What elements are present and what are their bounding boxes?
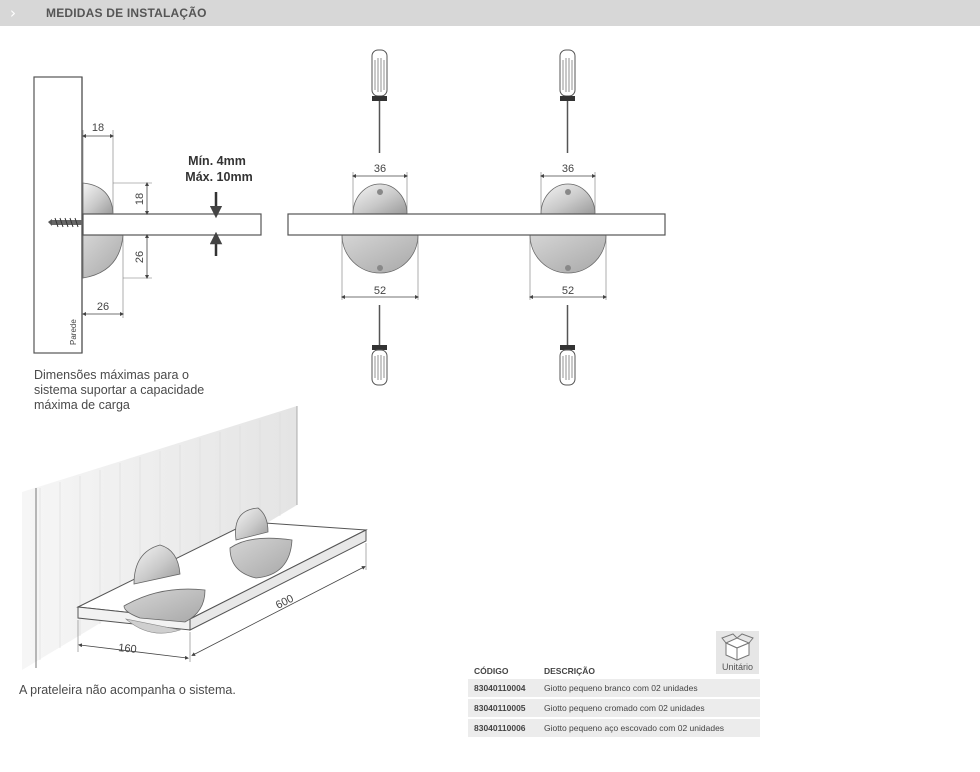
front-view: 36 36 52 52 bbox=[287, 49, 666, 386]
product-description: Giotto pequeno branco com 02 unidades bbox=[538, 679, 760, 699]
section-header: › MEDIDAS DE INSTALAÇÃO bbox=[0, 0, 980, 26]
product-description: Giotto pequeno cromado com 02 unidades bbox=[538, 698, 760, 719]
screwdriver-icon bbox=[559, 305, 576, 386]
product-code: 83040110005 bbox=[468, 698, 538, 719]
shelf-not-included-caption: A prateleira não acompanha o sistema. bbox=[19, 683, 236, 697]
dim-52-left: 52 bbox=[374, 285, 386, 297]
bracket-upper-half bbox=[82, 182, 114, 215]
dim-36-left: 36 bbox=[374, 163, 386, 175]
product-code-table: CÓDIGO DESCRIÇÃO 83040110004 Giotto pequ… bbox=[468, 662, 760, 739]
dim-600: 600 bbox=[274, 593, 296, 612]
table-row: 83040110004 Giotto pequeno branco com 02… bbox=[468, 679, 760, 699]
box-icon bbox=[721, 633, 754, 661]
min-thickness-label: Mín. 4mm bbox=[188, 154, 246, 168]
screwdriver-icon bbox=[371, 49, 388, 153]
screwdriver-icon bbox=[559, 49, 576, 153]
product-description: Giotto pequeno aço escovado com 02 unida… bbox=[538, 718, 760, 739]
shelf-front bbox=[287, 213, 666, 236]
side-view: 18 18 26 26 Mín. 4mm Máx. 10mm Parede bbox=[33, 76, 262, 354]
dim-160: 160 bbox=[118, 642, 138, 656]
package-unit-badge: Unitário bbox=[716, 631, 759, 674]
perspective-view: 160 600 bbox=[22, 406, 368, 670]
chevron-right-icon: › bbox=[10, 4, 16, 22]
wall-screw-icon bbox=[48, 217, 84, 228]
product-code: 83040110006 bbox=[468, 718, 538, 739]
section-title: MEDIDAS DE INSTALAÇÃO bbox=[46, 6, 207, 20]
dim-18-top: 18 bbox=[92, 122, 104, 134]
dim-18-vertical: 18 bbox=[134, 193, 146, 205]
bracket-lower-half bbox=[82, 234, 124, 279]
table-row: 83040110005 Giotto pequeno cromado com 0… bbox=[468, 698, 760, 719]
description-column-header: DESCRIÇÃO bbox=[544, 666, 596, 676]
shelf-side bbox=[82, 213, 262, 236]
dim-36-right: 36 bbox=[562, 163, 574, 175]
code-column-header: CÓDIGO bbox=[474, 666, 509, 676]
max-thickness-label: Máx. 10mm bbox=[185, 170, 252, 184]
dim-26-bottom: 26 bbox=[97, 301, 109, 313]
wall-section bbox=[33, 76, 83, 354]
load-capacity-caption: Dimensões máximas para o sistema suporta… bbox=[34, 368, 205, 412]
wall-label: Parede bbox=[69, 319, 78, 345]
table-row: 83040110006 Giotto pequeno aço escovado … bbox=[468, 718, 760, 739]
screwdriver-icon bbox=[371, 305, 388, 386]
dim-26-vertical: 26 bbox=[134, 251, 146, 263]
dim-52-right: 52 bbox=[562, 285, 574, 297]
package-unit-label: Unitário bbox=[721, 662, 753, 672]
product-code: 83040110004 bbox=[468, 679, 538, 699]
